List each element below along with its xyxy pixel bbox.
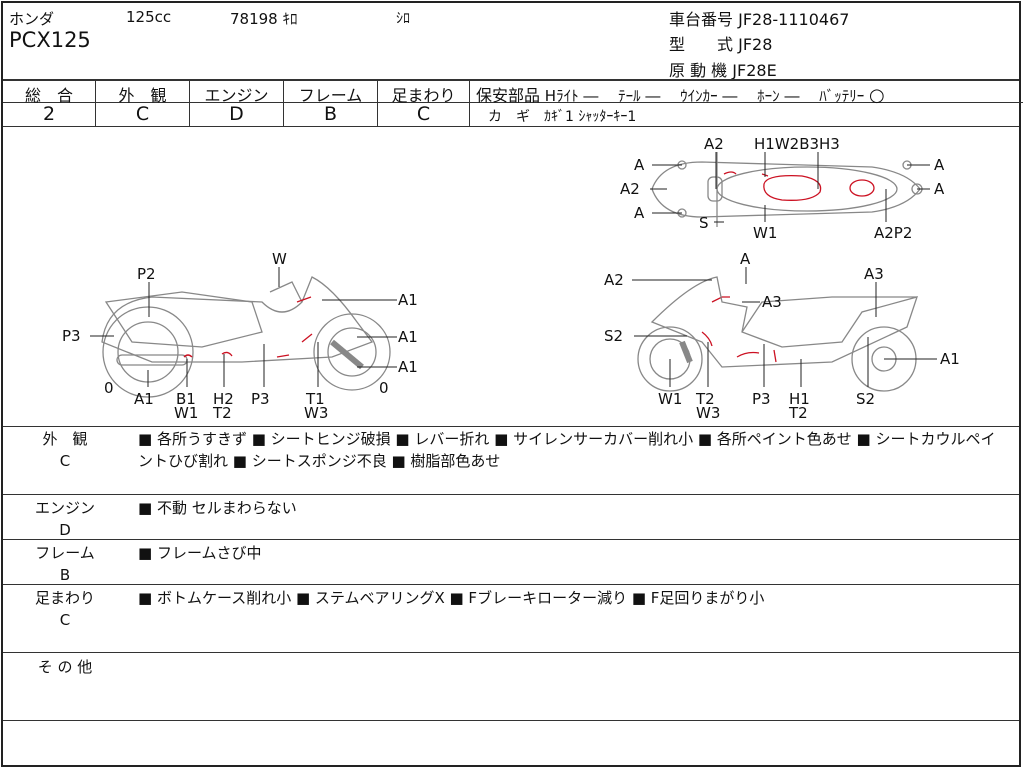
diagram-labels: W P2 A1 P3 A1 A1 0 0 A1 B1 W1 H2 T2 P3 T… — [62, 135, 960, 422]
comment-text: ■ 不動 セルまわらない — [138, 499, 297, 517]
divider — [3, 720, 1019, 721]
model-type: 型 式 JF28 — [669, 35, 773, 54]
comment-exterior: 外 観 C ■ 各所うすきず ■ シートヒンジ破損 ■ レバー折れ ■ サイレンサ… — [3, 428, 1019, 494]
safety-parts: 保安部品 Hﾗｲﾄ ― ﾃｰﾙ ― ｳｲﾝｶｰ ― ﾎｰﾝ ― ﾊﾞｯﾃﾘｰ ○ — [476, 85, 885, 106]
label: S2 — [856, 390, 875, 408]
comment-grade: C — [59, 611, 71, 629]
divider — [3, 426, 1019, 427]
keys: カ ギ ｶｷﾞ1 ｼｬｯﾀｰｷｰ1 — [488, 109, 637, 125]
comment-other: そ の 他 — [3, 656, 1019, 722]
label: H2 — [213, 390, 234, 408]
label: A1 — [398, 328, 418, 346]
divider — [3, 102, 1023, 103]
comment-label: フレーム — [35, 544, 95, 562]
divider — [3, 539, 1019, 540]
divider — [95, 79, 96, 127]
grade-frame-value: B — [323, 103, 338, 125]
label: S — [699, 214, 709, 232]
color: ｼﾛ — [396, 11, 410, 27]
divider — [3, 584, 1019, 585]
label: A — [934, 180, 945, 198]
comment-suspension: 足まわり C ■ ボトムケース削れ小 ■ ステムベアリングX ■ Fブレーキロータ… — [3, 587, 1019, 653]
label: P3 — [251, 390, 270, 408]
grade-overall-label: 総 合 — [24, 86, 73, 105]
label: H1W2B3H3 — [754, 135, 840, 153]
label: A — [634, 156, 645, 174]
label: W — [272, 250, 287, 268]
label: A2P2 — [874, 224, 912, 242]
callout-lines — [90, 152, 937, 387]
label: A2 — [704, 135, 724, 153]
top-view-bike — [651, 152, 923, 227]
grade-suspension-value: C — [416, 103, 431, 125]
label: T2 — [788, 404, 808, 422]
label: A3 — [864, 265, 884, 283]
comment-label: エンジン — [34, 499, 95, 517]
maker: ホンダ — [9, 10, 55, 28]
label: W3 — [304, 404, 328, 422]
label: W3 — [696, 404, 720, 422]
label: T2 — [695, 390, 715, 408]
label: S2 — [604, 327, 623, 345]
divider — [3, 494, 1019, 495]
label: A1 — [134, 390, 154, 408]
comment-grade: B — [59, 566, 71, 584]
label: H1 — [789, 390, 810, 408]
label: A1 — [940, 350, 960, 368]
grade-exterior-value: C — [135, 103, 150, 125]
comment-grade: C — [59, 452, 71, 470]
label: A2 — [620, 180, 640, 198]
label: A1 — [398, 291, 418, 309]
comment-label: そ の 他 — [37, 658, 93, 676]
label: A — [634, 204, 645, 222]
label: W1 — [753, 224, 777, 242]
label: T1 — [305, 390, 325, 408]
divider — [189, 79, 190, 127]
left-side-bike — [101, 276, 391, 398]
engine-type: 原 動 機 JF28E — [669, 61, 777, 80]
label: W1 — [174, 404, 198, 422]
comment-text: ■ フレームさび中 — [138, 544, 262, 562]
label: P3 — [752, 390, 771, 408]
comment-label: 足まわり — [34, 589, 95, 607]
grade-overall-value: 2 — [42, 103, 56, 125]
mileage: 78198 ｷﾛ — [230, 10, 298, 28]
divider — [3, 652, 1019, 653]
label: 0 — [379, 379, 389, 397]
model-name: PCX125 — [9, 28, 91, 52]
comment-label: 外 観 — [42, 430, 88, 448]
label: P3 — [62, 327, 81, 345]
label: P2 — [137, 265, 156, 283]
divider — [377, 79, 378, 127]
label: T2 — [212, 404, 232, 422]
comment-engine: エンジン D ■ 不動 セルまわらない — [3, 497, 1019, 540]
label: A — [934, 156, 945, 174]
comment-grade: D — [59, 521, 71, 539]
label: A1 — [398, 358, 418, 376]
label: A3 — [762, 293, 782, 311]
comment-text: ■ ボトムケース削れ小 ■ ステムベアリングX ■ Fブレーキローター減り ■ … — [138, 589, 765, 607]
label: A2 — [604, 271, 624, 289]
divider — [3, 79, 1019, 81]
grade-suspension-label: 足まわり — [391, 86, 456, 105]
displacement: 125cc — [126, 8, 172, 26]
frame-number: 車台番号 JF28-1110467 — [669, 10, 850, 29]
damage-marks — [183, 171, 875, 363]
grade-exterior-label: 外 観 — [118, 86, 167, 105]
divider — [3, 126, 1019, 127]
grade-engine-value: D — [229, 103, 244, 125]
divider — [469, 79, 470, 127]
label: B1 — [176, 390, 196, 408]
label: A — [740, 250, 751, 268]
grade-frame-label: フレーム — [298, 86, 363, 105]
label: 0 — [104, 379, 114, 397]
grade-engine-label: エンジン — [204, 86, 269, 105]
comment-frame: フレーム B ■ フレームさび中 — [3, 542, 1019, 585]
divider — [283, 79, 284, 127]
label: W1 — [658, 390, 682, 408]
comment-text: ■ 各所うすきず ■ シートヒンジ破損 ■ レバー折れ ■ サイレンサーカバー削… — [138, 430, 996, 470]
